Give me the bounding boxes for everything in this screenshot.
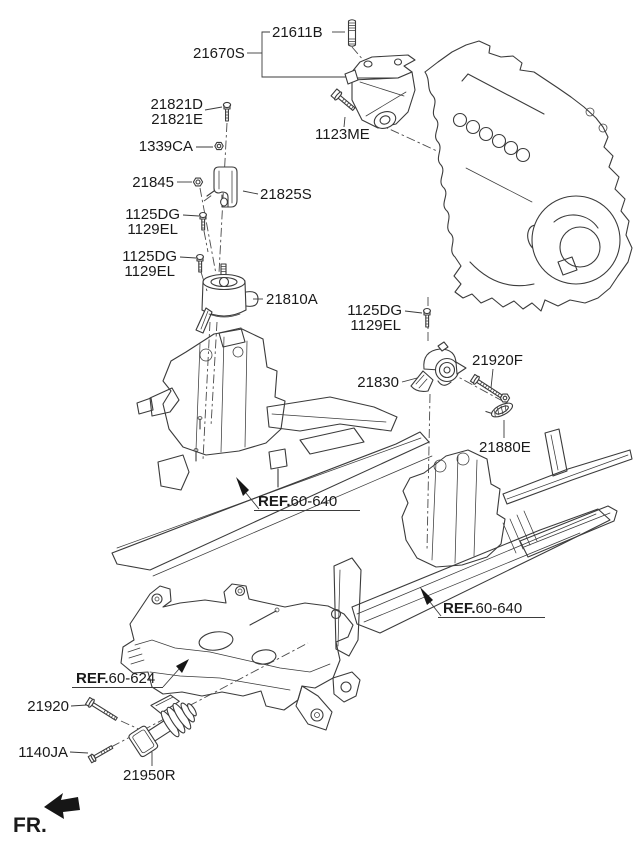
ref-prefix: REF.	[258, 493, 291, 510]
label-ref-60-624: REF.60-624	[76, 670, 155, 687]
label-1125dg-2: 1125DG	[122, 248, 177, 265]
ref-prefix: REF.	[443, 600, 476, 617]
engine-drawing	[424, 40, 633, 312]
ref-prefix: REF.	[76, 670, 109, 687]
label-21670s: 21670S	[193, 45, 245, 62]
label-21821d: 21821D	[150, 96, 203, 113]
frame-rail-right-drawing	[333, 428, 633, 657]
rollrod-21950r-drawing	[128, 694, 197, 758]
label-ref-60-640-1: REF.60-640	[258, 493, 337, 510]
fr-indicator: FR.	[13, 793, 80, 837]
bracket-21880e-drawing	[485, 402, 514, 418]
frame-rail-left-drawing	[111, 327, 433, 577]
nut-21845-icon	[192, 177, 204, 187]
label-ref-60-640-2: REF.60-640	[443, 600, 522, 617]
label-1129el-2: 1129EL	[124, 263, 175, 280]
leader-lines	[69, 31, 545, 766]
stud-21611b-icon	[347, 19, 357, 47]
label-1125dg-1: 1125DG	[125, 206, 180, 223]
label-21880e: 21880E	[479, 439, 531, 456]
bolt-1125dg-icon-1	[199, 211, 207, 231]
subframe-drawing	[120, 583, 361, 731]
bolt-1123me-icon	[330, 88, 356, 111]
bolt-1125dg-icon-3	[423, 307, 431, 328]
label-21830: 21830	[357, 374, 399, 391]
ref-code: 60-640	[291, 493, 338, 510]
ref-code: 60-640	[476, 600, 523, 617]
bolt-21821-icon	[222, 101, 232, 122]
mount-21830-drawing	[410, 341, 467, 392]
bolt-21920-icon	[84, 696, 118, 721]
bracket-21825s-drawing	[206, 166, 238, 208]
label-21825s: 21825S	[260, 186, 312, 203]
bolt-1125dg-icon-2	[196, 253, 204, 273]
label-1129el-1: 1129EL	[127, 221, 178, 238]
label-21950r: 21950R	[123, 767, 176, 784]
ref-code: 60-624	[109, 670, 156, 687]
bolt-21920f-icon	[469, 373, 511, 403]
label-21845: 21845	[132, 174, 174, 191]
label-1123me: 1123ME	[315, 126, 370, 143]
nut-1339ca-icon	[214, 141, 224, 151]
bracket-21670s-drawing	[344, 54, 416, 129]
label-21920f: 21920F	[472, 352, 523, 369]
labels: 21611B 21670S 21821D 21821E 1339CA 1123M…	[18, 24, 530, 784]
label-21611b: 21611B	[272, 24, 323, 41]
fr-label: FR.	[13, 814, 47, 837]
label-1339ca: 1339CA	[139, 138, 193, 155]
bolt-1140ja-icon	[87, 745, 114, 764]
mount-21810a-drawing	[195, 263, 259, 334]
label-21810a: 21810A	[266, 291, 318, 308]
label-21920: 21920	[27, 698, 69, 715]
label-1125dg-3: 1125DG	[347, 302, 402, 319]
label-1129el-3: 1129EL	[350, 317, 401, 334]
fr-arrow-icon	[44, 793, 80, 819]
label-21821e: 21821E	[151, 111, 203, 128]
label-1140ja: 1140JA	[18, 744, 68, 761]
